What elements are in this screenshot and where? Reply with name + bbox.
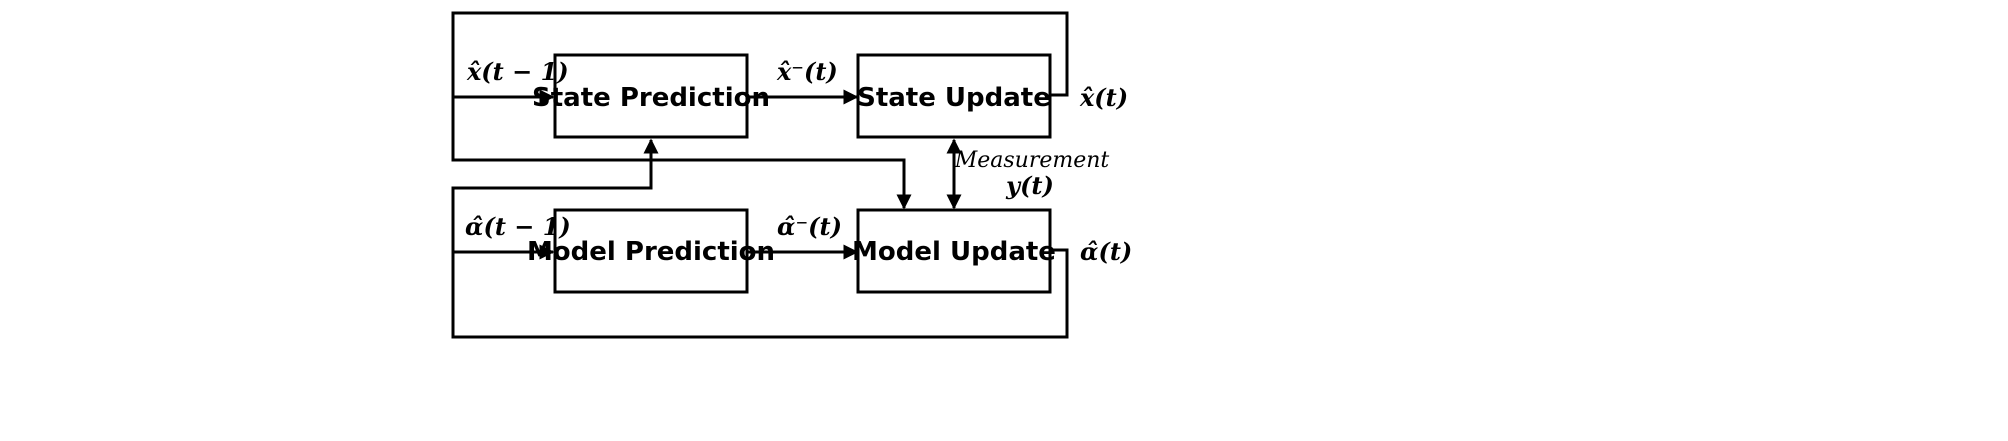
x-hat-label: x̂(t) — [1079, 83, 1128, 112]
state-prediction-block: State Prediction — [532, 53, 770, 139]
state-to-model-update-wire — [451, 97, 912, 210]
model-prediction-label: Model Prediction — [527, 237, 775, 267]
alpha-hat-prev-label: α̂(t − 1) — [465, 212, 571, 241]
model-to-state-prediction-wire — [451, 138, 659, 252]
model-prediction-block: Model Prediction — [527, 208, 775, 294]
alpha-hat-minus-label: α̂⁻(t) — [777, 212, 842, 241]
state-update-block: State Update — [856, 53, 1052, 139]
state-update-label: State Update — [857, 83, 1051, 113]
model-feedback-loop — [451, 244, 1069, 339]
model-update-block: Model Update — [852, 208, 1056, 294]
state-prediction-label: State Prediction — [532, 83, 770, 113]
measurement-label: Measurement — [954, 148, 1110, 173]
state-feedback-loop — [451, 11, 1069, 105]
x-hat-minus-label: x̂⁻(t) — [776, 57, 838, 86]
measurement-symbol-label: y(t) — [1005, 171, 1054, 200]
model-update-label: Model Update — [852, 237, 1056, 267]
x-hat-prev-label: x̂(t − 1) — [466, 57, 569, 86]
alpha-hat-label: α̂(t) — [1080, 237, 1132, 266]
